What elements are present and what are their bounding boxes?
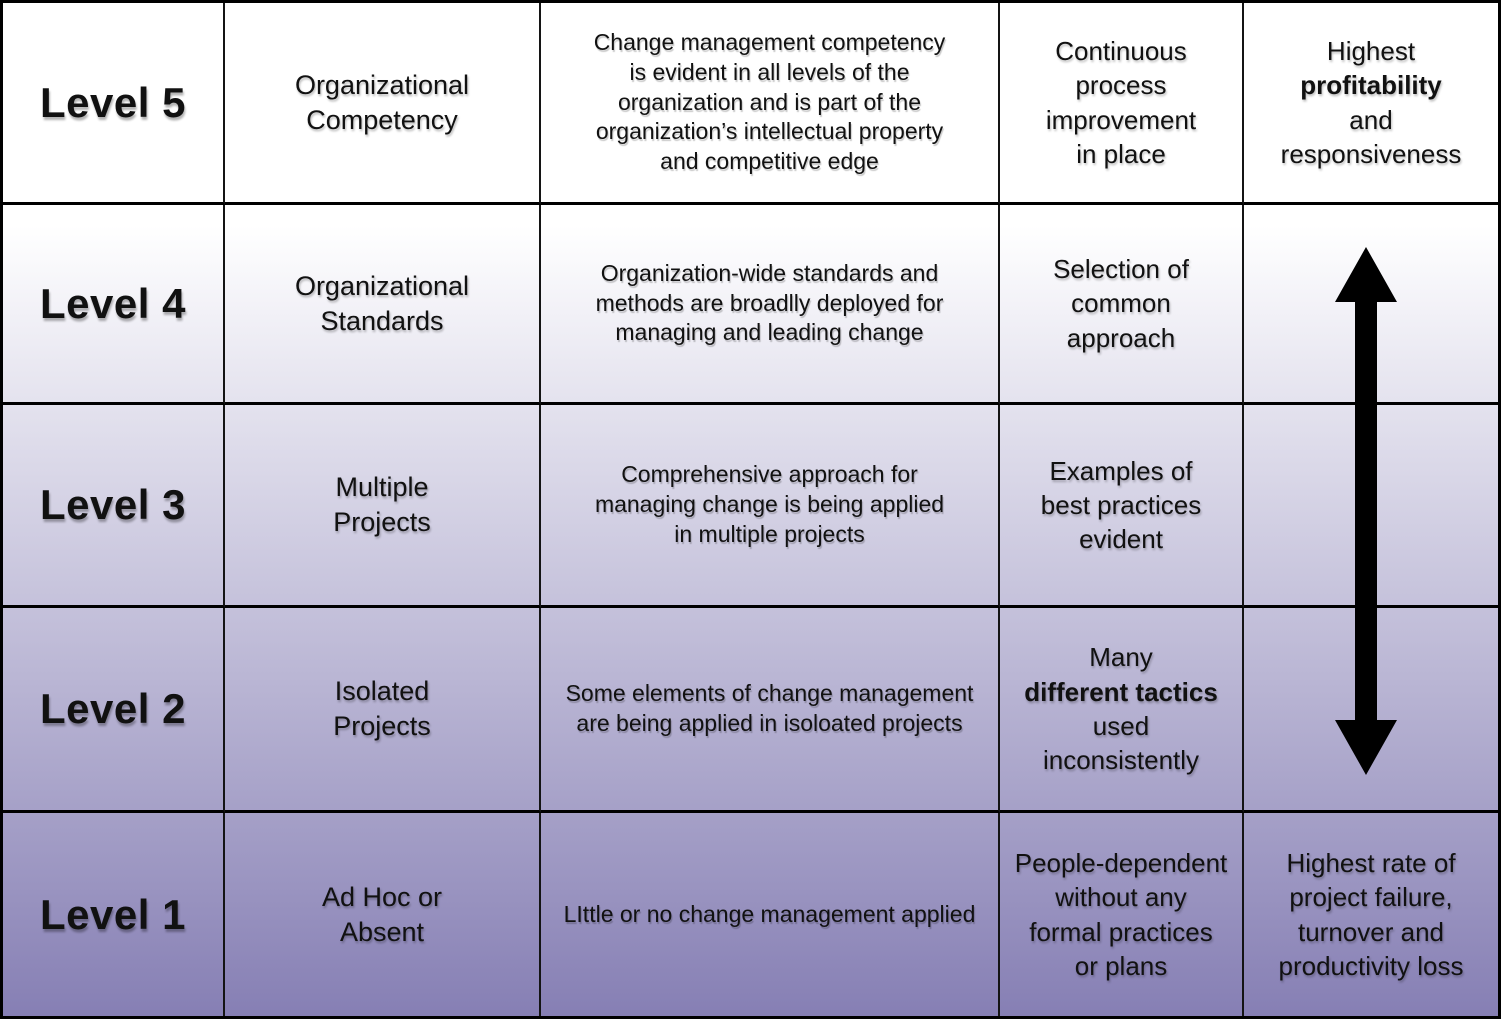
text-line: evident xyxy=(1079,524,1163,555)
text-line: Organization-wide standards and xyxy=(600,259,939,286)
level-3-description: Comprehensive approach for managing chang… xyxy=(541,405,1000,608)
text-line: turnover and xyxy=(1298,916,1444,947)
text-line: organization’s intellectual property xyxy=(595,118,944,145)
text-line: common xyxy=(1071,288,1171,319)
text-line: Comprehensive approach for xyxy=(621,461,918,488)
text-line: managing and leading change xyxy=(615,319,924,346)
text-line: in multiple projects xyxy=(674,520,865,547)
text-line: Competency xyxy=(306,104,458,135)
text-line: formal practices xyxy=(1029,916,1213,947)
text-line: different tactics xyxy=(1024,676,1218,707)
text-line: Selection of xyxy=(1053,254,1189,285)
level-1-label: Level 1 xyxy=(3,813,225,1016)
text-line: Many xyxy=(1089,642,1153,673)
text-line: Ad Hoc or xyxy=(321,881,443,912)
text-line: Change management competency xyxy=(593,28,946,55)
text-line: Continuous xyxy=(1055,35,1187,66)
text-line: are being applied in isoloated projects xyxy=(576,710,963,736)
text-line: used xyxy=(1092,711,1150,741)
text-line: Organizational xyxy=(294,69,470,100)
level-2-label: Level 2 xyxy=(3,608,225,813)
level-2-description: Some elements of change management are be… xyxy=(541,608,1000,813)
text-line: improvement xyxy=(1045,104,1197,135)
text-line: Absent xyxy=(339,916,425,947)
level-5-description: Change management competency is evident i… xyxy=(541,3,1000,205)
text-line: or plans xyxy=(1074,950,1168,981)
level-1-description: LIttle or no change management applied xyxy=(541,813,1000,1016)
text-line: responsiveness xyxy=(1280,138,1462,169)
text-line: productivity loss xyxy=(1278,950,1464,981)
text-line: Examples of xyxy=(1049,455,1193,486)
text-line: Organizational xyxy=(294,270,470,301)
text-line: project failure, xyxy=(1289,882,1453,913)
text-line: approach xyxy=(1066,322,1176,353)
text-line: People-dependent xyxy=(1014,847,1228,878)
text-line: inconsistently xyxy=(1042,745,1200,776)
text-line: profitability xyxy=(1300,70,1442,101)
text-line: Projects xyxy=(333,711,431,741)
text-line: Standards xyxy=(320,305,444,336)
level-2-outcome-arrow-area xyxy=(1244,608,1498,813)
text-line: methods are broadlly deployed for xyxy=(595,289,944,316)
text-line: LIttle or no change management applied xyxy=(563,900,976,927)
text-line: in place xyxy=(1076,138,1166,169)
text-line: Multiple xyxy=(335,472,429,503)
level-1-outcome: Highest rate of project failure,turnover … xyxy=(1244,813,1498,1016)
text-line: best practices xyxy=(1040,489,1202,520)
text-line: Isolated xyxy=(334,676,430,707)
level-5-label: Level 5 xyxy=(3,3,225,205)
level-4-label: Level 4 xyxy=(3,205,225,405)
text-line: Some elements of change management xyxy=(565,680,974,707)
text-line: is evident in all levels of the xyxy=(629,58,910,85)
text-line: and competitive edge xyxy=(660,148,879,175)
text-line: managing change is being applied xyxy=(594,491,945,518)
text-line: Projects xyxy=(333,507,431,537)
text-line: without any xyxy=(1055,882,1187,913)
level-3-label: Level 3 xyxy=(3,405,225,608)
text-line: organization and is part of the xyxy=(617,88,922,115)
level-4-description: Organization-wide standards and methods a… xyxy=(541,205,1000,405)
text-line: process xyxy=(1075,70,1167,101)
level-1-name: Ad Hoc or Absent xyxy=(225,813,541,1016)
text-line: and xyxy=(1349,104,1393,135)
text-line: Highest rate of xyxy=(1286,847,1456,878)
text-line: Highest xyxy=(1326,35,1416,66)
level-4-outcome-arrow-area xyxy=(1244,205,1498,405)
level-3-outcome-arrow-area xyxy=(1244,405,1498,608)
